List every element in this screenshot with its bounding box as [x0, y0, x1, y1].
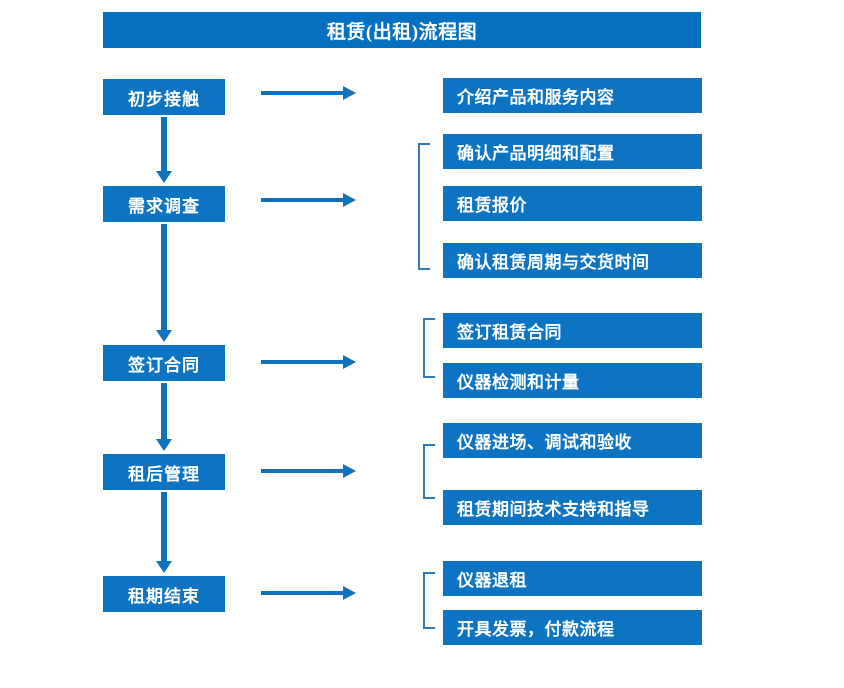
bracket-connector-3 [423, 318, 435, 378]
flow-arrow-down-2 [156, 224, 172, 342]
detail-box-8[interactable]: 租赁期间技术支持和指导 [443, 490, 702, 525]
branch-arrow-5 [261, 586, 356, 600]
flow-arrow-down-3 [156, 383, 172, 451]
bracket-connector-4 [423, 444, 435, 499]
stage-box-4[interactable]: 租后管理 [103, 454, 225, 490]
branch-arrow-2 [261, 193, 356, 207]
branch-arrow-1 [261, 86, 356, 100]
detail-box-6[interactable]: 仪器检测和计量 [443, 363, 702, 398]
bracket-connector-2 [418, 143, 430, 270]
stage-box-3[interactable]: 签订合同 [103, 345, 225, 381]
detail-box-4[interactable]: 确认租赁周期与交货时间 [443, 243, 702, 278]
detail-box-3[interactable]: 租赁报价 [443, 186, 702, 221]
bracket-connector-5 [423, 572, 435, 629]
stage-box-5[interactable]: 租期结束 [103, 576, 225, 612]
flow-arrow-down-4 [156, 492, 172, 573]
stage-box-2[interactable]: 需求调查 [103, 186, 225, 222]
chart-title: 租赁(出租)流程图 [103, 12, 701, 48]
detail-box-2[interactable]: 确认产品明细和配置 [443, 134, 702, 169]
flow-arrow-down-1 [156, 117, 172, 183]
detail-box-1[interactable]: 介绍产品和服务内容 [443, 78, 702, 113]
detail-box-7[interactable]: 仪器进场、调试和验收 [443, 423, 702, 458]
detail-box-9[interactable]: 仪器退租 [443, 561, 702, 596]
branch-arrow-4 [261, 464, 356, 478]
stage-box-1[interactable]: 初步接触 [103, 79, 225, 115]
detail-box-5[interactable]: 签订租赁合同 [443, 313, 702, 348]
branch-arrow-3 [261, 355, 356, 369]
detail-box-10[interactable]: 开具发票，付款流程 [443, 610, 702, 645]
